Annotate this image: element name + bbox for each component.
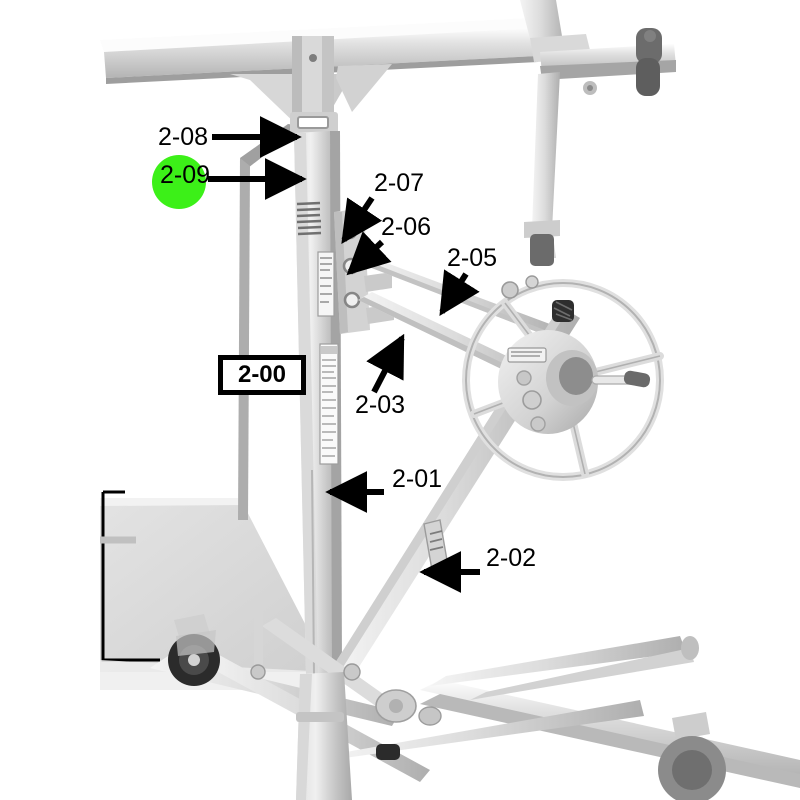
lift-strap <box>238 124 302 520</box>
arrow-2-03 <box>366 333 405 394</box>
highlight-circle-2-09 <box>152 155 206 209</box>
callout-label-2-02[interactable]: 2-02 <box>486 544 537 572</box>
caster-wheel-left <box>168 614 220 686</box>
winch-hand-wheel <box>462 275 664 481</box>
arrow-2-06 <box>346 231 392 276</box>
callout-label-2-05[interactable]: 2-05 <box>447 244 498 272</box>
callout-label-2-07[interactable]: 2-07 <box>374 169 425 197</box>
callout-label-2-01[interactable]: 2-01 <box>392 465 443 493</box>
mast-head-bracket <box>290 36 338 134</box>
base-leg-assembly <box>150 596 800 800</box>
telescoping-mast <box>294 131 342 675</box>
arrow-2-05 <box>439 269 480 317</box>
upper-cross-arm <box>520 0 676 266</box>
callout-label-2-03[interactable]: 2-03 <box>355 391 406 419</box>
callout-label-2-08[interactable]: 2-08 <box>158 123 209 151</box>
callout-label-2-06[interactable]: 2-06 <box>381 213 432 241</box>
callout-label-2-00[interactable]: 2-00 <box>218 355 306 395</box>
caster-wheel-right <box>658 712 726 800</box>
callout-label-2-09[interactable]: 2-09 <box>160 161 211 189</box>
callout-arrows <box>208 116 480 593</box>
